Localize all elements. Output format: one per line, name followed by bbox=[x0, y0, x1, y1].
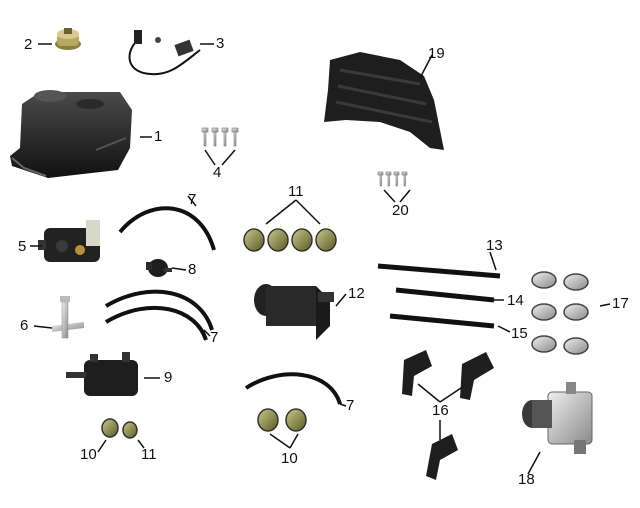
label-part-2: 2 bbox=[24, 36, 33, 53]
label-part-10-left: 10 bbox=[80, 446, 97, 463]
label-part-7-mid: 7 bbox=[210, 329, 219, 346]
hose-7b bbox=[104, 289, 214, 341]
label-part-3: 3 bbox=[216, 35, 225, 52]
hose-7c bbox=[244, 372, 342, 405]
label-part-7-top: 7 bbox=[188, 191, 197, 208]
clamps-11 bbox=[243, 228, 337, 252]
label-part-9: 9 bbox=[164, 369, 173, 386]
leader-lines bbox=[30, 43, 611, 475]
hose-clamps-17 bbox=[531, 271, 589, 355]
check-valve bbox=[146, 259, 172, 277]
label-part-13: 13 bbox=[486, 237, 503, 254]
label-part-4: 4 bbox=[213, 164, 222, 181]
quick-connectors bbox=[402, 350, 494, 480]
screws-20 bbox=[377, 171, 408, 187]
fuel-level-sensor bbox=[128, 30, 201, 76]
bolts-4 bbox=[201, 127, 239, 147]
clamps-10 bbox=[257, 408, 307, 432]
clamps-10-11 bbox=[101, 418, 138, 439]
evap-canister bbox=[66, 352, 138, 396]
hose-7a bbox=[118, 206, 216, 251]
fuel-valve bbox=[38, 220, 100, 262]
label-part-16: 16 bbox=[432, 402, 449, 419]
label-part-19: 19 bbox=[428, 45, 445, 62]
label-part-12: 12 bbox=[348, 285, 365, 302]
label-part-11-left: 11 bbox=[141, 446, 157, 463]
hoses-13-14-15 bbox=[377, 263, 501, 329]
fuel-filter bbox=[254, 284, 334, 340]
t-fitting bbox=[52, 296, 84, 339]
throttle-body bbox=[522, 382, 593, 454]
label-part-6: 6 bbox=[20, 317, 29, 334]
label-part-18: 18 bbox=[518, 471, 535, 488]
label-part-10-mid: 10 bbox=[281, 450, 298, 467]
label-part-5: 5 bbox=[18, 238, 27, 255]
label-part-8: 8 bbox=[188, 261, 197, 278]
label-part-14: 14 bbox=[507, 292, 524, 309]
label-part-1: 1 bbox=[154, 128, 163, 145]
label-part-7-low: 7 bbox=[346, 397, 355, 414]
fuel-tank bbox=[10, 90, 132, 178]
label-part-11-top: 11 bbox=[288, 183, 304, 200]
label-part-15: 15 bbox=[511, 325, 528, 342]
inner-fender bbox=[324, 52, 444, 150]
label-part-17: 17 bbox=[612, 295, 629, 312]
label-part-20: 20 bbox=[392, 202, 409, 219]
fuel-cap bbox=[55, 28, 81, 50]
